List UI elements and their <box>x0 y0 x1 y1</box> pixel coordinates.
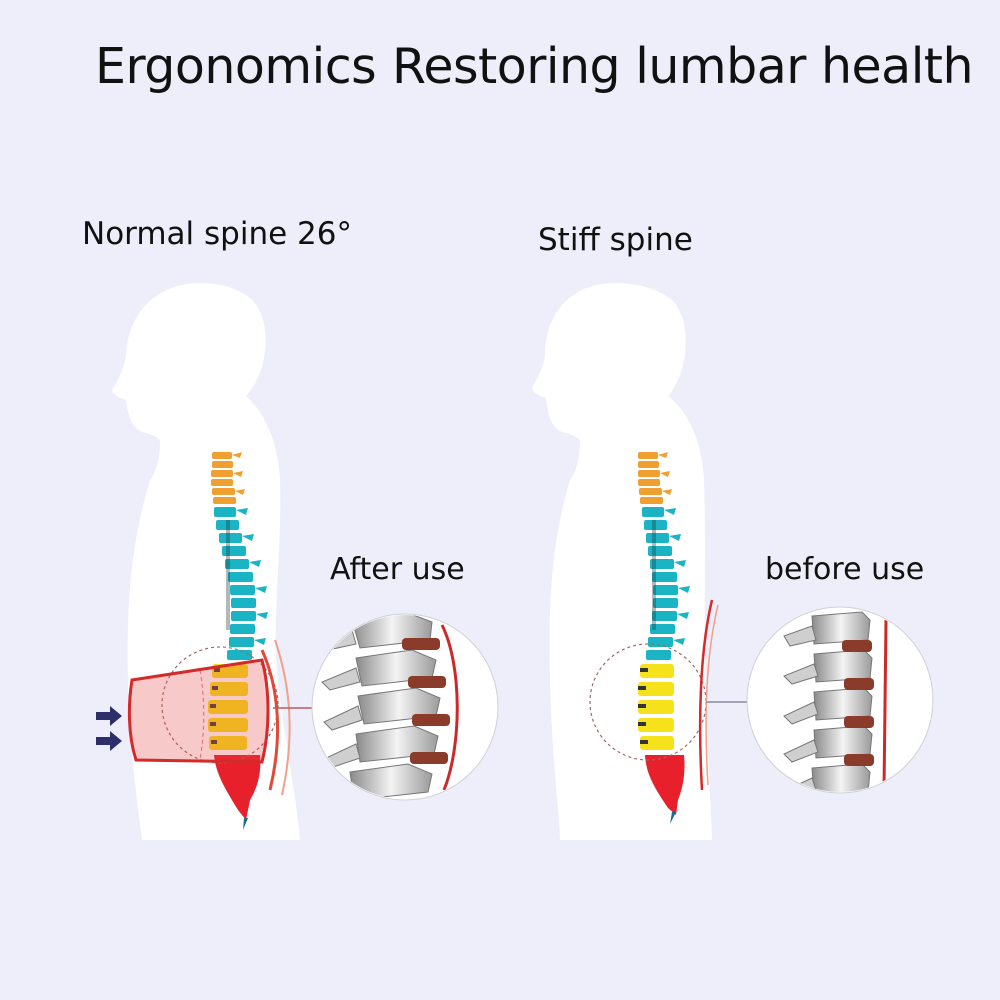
after-use-zoom <box>311 613 499 801</box>
lumbar-support-belt <box>127 639 291 796</box>
left-focus-circle <box>161 646 279 764</box>
right-spine-cervical <box>638 452 672 504</box>
left-body-silhouette <box>112 283 300 840</box>
right-spine-thoracic <box>642 507 690 660</box>
headline-restoring-lumbar-health: Restoring lumbar health <box>392 38 974 95</box>
left-spine-sacrum <box>214 755 261 830</box>
normal-spine-title: Normal spine 26° <box>82 216 352 252</box>
left-spine-thoracic <box>214 507 268 660</box>
right-back-curve <box>698 599 719 791</box>
stiff-spine-title: Stiff spine <box>538 222 693 258</box>
headline: Ergonomics Restoring lumbar health <box>0 38 1000 108</box>
after-use-caption: After use <box>330 552 465 587</box>
right-spine-lumbar <box>638 664 674 750</box>
headline-ergonomics: Ergonomics <box>95 38 377 95</box>
before-use-zoom <box>746 606 934 794</box>
before-use-caption: before use <box>765 552 925 587</box>
right-spine-sacrum <box>645 755 685 824</box>
left-spine-cervical <box>211 452 245 504</box>
pressure-arrows-icon <box>96 706 122 751</box>
